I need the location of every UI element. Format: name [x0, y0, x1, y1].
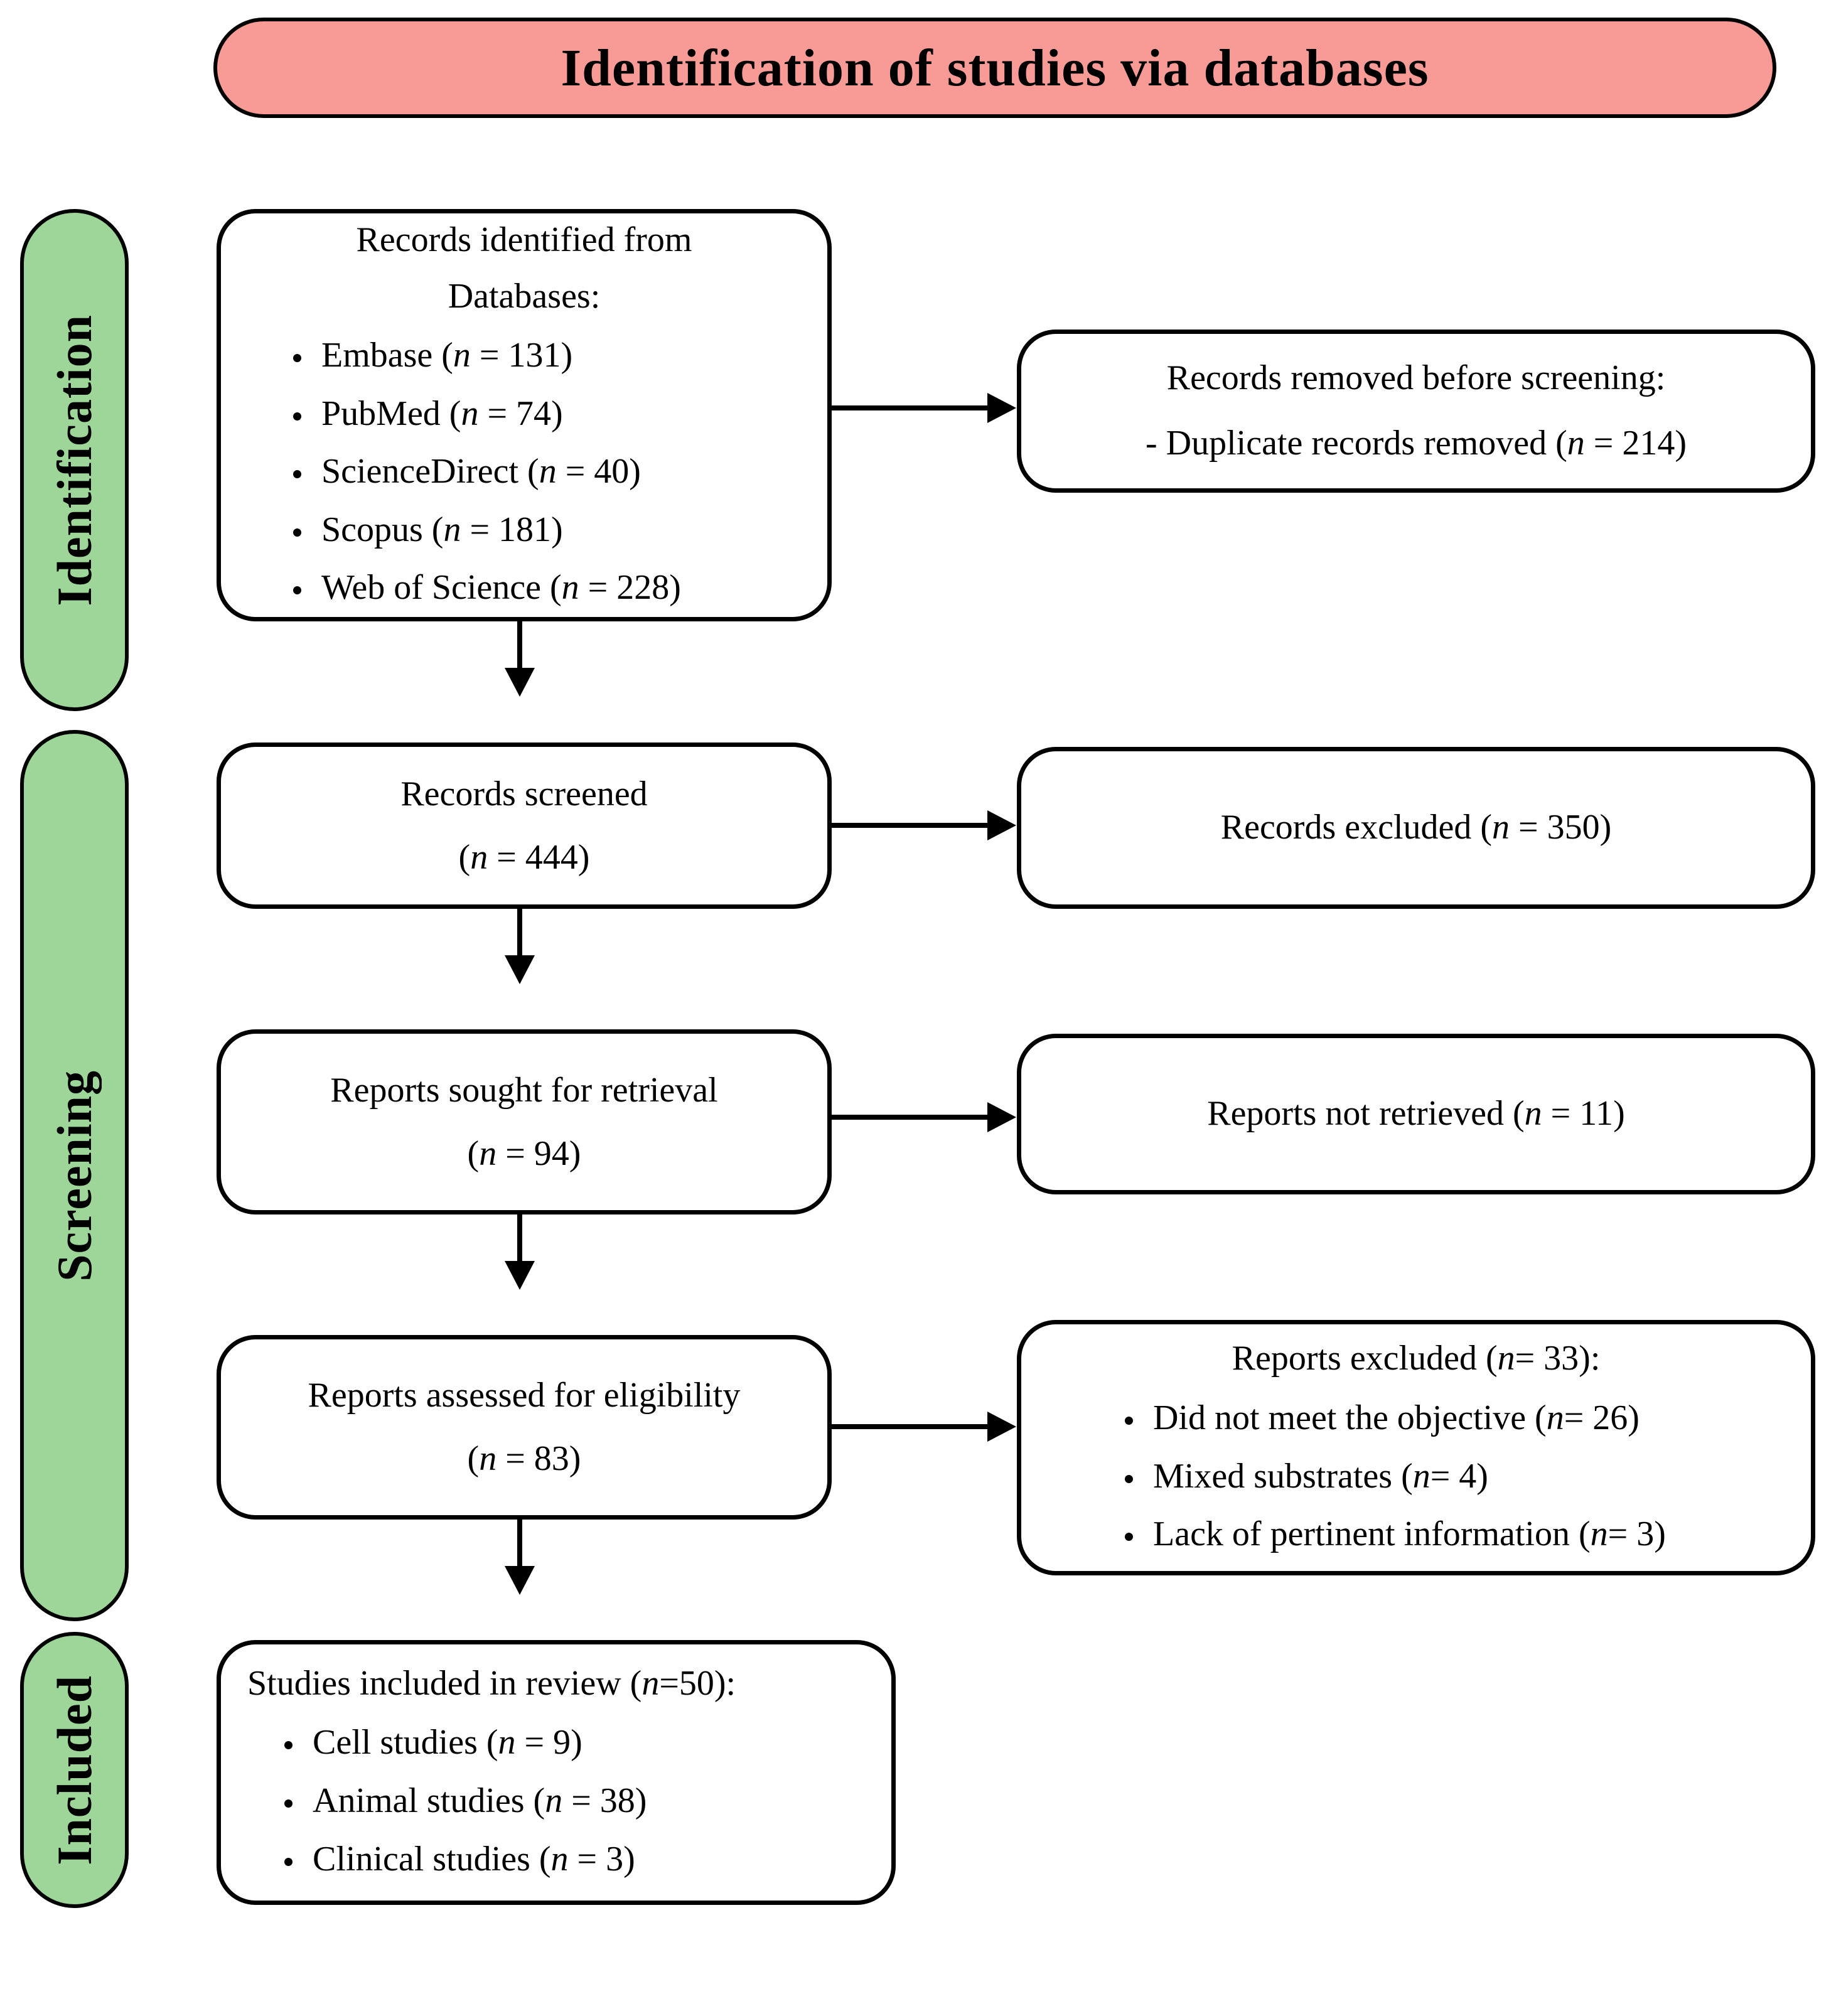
box-line: (n = 94): [467, 1134, 581, 1173]
list-item: Mixed substrates (n= 4): [1146, 1449, 1792, 1505]
arrowhead-down-icon: [505, 668, 535, 697]
list-item: PubMed (n = 74): [314, 386, 808, 442]
reports-not-retrieved-box: Reports not retrieved (n = 11): [1017, 1034, 1815, 1194]
box-line: Records excluded (n = 350): [1220, 808, 1612, 847]
stage-label-screening: Screening: [20, 730, 129, 1621]
list-item: Web of Science (n = 228): [314, 560, 808, 616]
title-banner: Identification of studies via databases: [213, 18, 1776, 118]
box-line: (n = 444): [458, 837, 590, 877]
arrow-sought-to-not-retrieved: [830, 1115, 989, 1120]
arrowhead-down-icon: [505, 1566, 535, 1595]
reports-excluded-box: Reports excluded (n= 33): Did not meet t…: [1017, 1320, 1815, 1575]
list-item: Animal studies (n = 38): [305, 1773, 872, 1830]
arrowhead-down-icon: [505, 1261, 535, 1290]
box-line: Reports not retrieved (n = 11): [1207, 1094, 1625, 1134]
reports-assessed-box: Reports assessed for eligibility (n = 83…: [217, 1335, 832, 1520]
list-item: Clinical studies (n = 3): [305, 1831, 872, 1888]
stage-label-text: Included: [46, 1675, 102, 1865]
box-title-line: Studies included in review (n=50):: [247, 1663, 736, 1703]
included-studies-list: Cell studies (n = 9) Animal studies (n =…: [247, 1713, 872, 1889]
arrowhead-right-icon: [987, 810, 1016, 840]
exclusion-reasons-list: Did not meet the objective (n= 26) Mixed…: [1040, 1388, 1792, 1565]
box-line: Reports sought for retrieval: [330, 1070, 718, 1110]
diagram-title: Identification of studies via databases: [561, 38, 1429, 97]
arrowhead-right-icon: [987, 393, 1016, 423]
records-screened-box: Records screened (n = 444): [217, 743, 832, 909]
arrowhead-down-icon: [505, 955, 535, 984]
list-item: ScienceDirect (n = 40): [314, 444, 808, 500]
list-item: Did not meet the objective (n= 26): [1146, 1390, 1792, 1447]
box-title-line: Databases:: [448, 276, 601, 316]
studies-included-box: Studies included in review (n=50): Cell …: [217, 1640, 896, 1905]
list-item: Cell studies (n = 9): [305, 1715, 872, 1771]
arrowhead-right-icon: [987, 1102, 1016, 1132]
arrow-assessed-to-excluded: [830, 1424, 989, 1429]
list-item: Scopus (n = 181): [314, 502, 808, 559]
box-title-line: Records identified from: [356, 220, 692, 259]
arrow-screened-to-excluded: [830, 823, 989, 828]
arrow-assessed-to-included: [517, 1518, 522, 1566]
records-removed-box: Records removed before screening: - Dupl…: [1017, 330, 1815, 493]
arrow-screened-to-sought: [517, 908, 522, 955]
list-item: Lack of pertinent information (n= 3): [1146, 1506, 1792, 1563]
box-line: Records removed before screening:: [1166, 358, 1666, 398]
list-item: Embase (n = 131): [314, 328, 808, 384]
stage-label-identification: Identification: [20, 209, 129, 711]
box-line: Reports assessed for eligibility: [308, 1376, 741, 1415]
box-line: Records screened: [400, 774, 648, 813]
database-list: Embase (n = 131) PubMed (n = 74) Science…: [240, 326, 808, 618]
stage-label-included: Included: [20, 1632, 129, 1908]
reports-sought-box: Reports sought for retrieval (n = 94): [217, 1029, 832, 1214]
box-title-line: Reports excluded (n= 33):: [1232, 1339, 1601, 1378]
stage-label-text: Screening: [46, 1070, 102, 1282]
records-excluded-box: Records excluded (n = 350): [1017, 747, 1815, 909]
arrow-identified-to-removed: [830, 405, 989, 410]
stage-label-text: Identification: [46, 314, 102, 606]
arrowhead-right-icon: [987, 1412, 1016, 1442]
records-identified-box: Records identified from Databases: Embas…: [217, 209, 832, 621]
box-line: (n = 83): [467, 1439, 581, 1478]
arrow-sought-to-assessed: [517, 1213, 522, 1261]
box-line: - Duplicate records removed (n = 214): [1146, 424, 1687, 463]
arrow-identified-to-screened: [517, 620, 522, 668]
